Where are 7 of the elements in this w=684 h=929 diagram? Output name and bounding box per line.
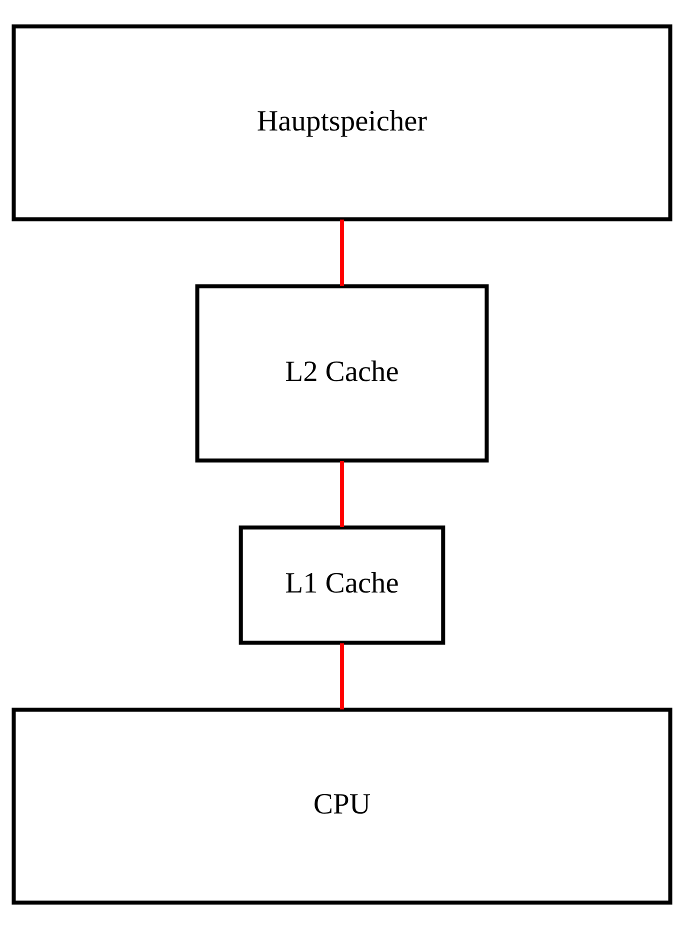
connector [340,220,344,286]
connector [340,460,344,527]
node-box: CPU [12,708,672,905]
connector [340,643,344,710]
node-box: L1 Cache [238,525,446,645]
node-box: Hauptspeicher [12,24,672,222]
node-box: L2 Cache [195,284,489,462]
